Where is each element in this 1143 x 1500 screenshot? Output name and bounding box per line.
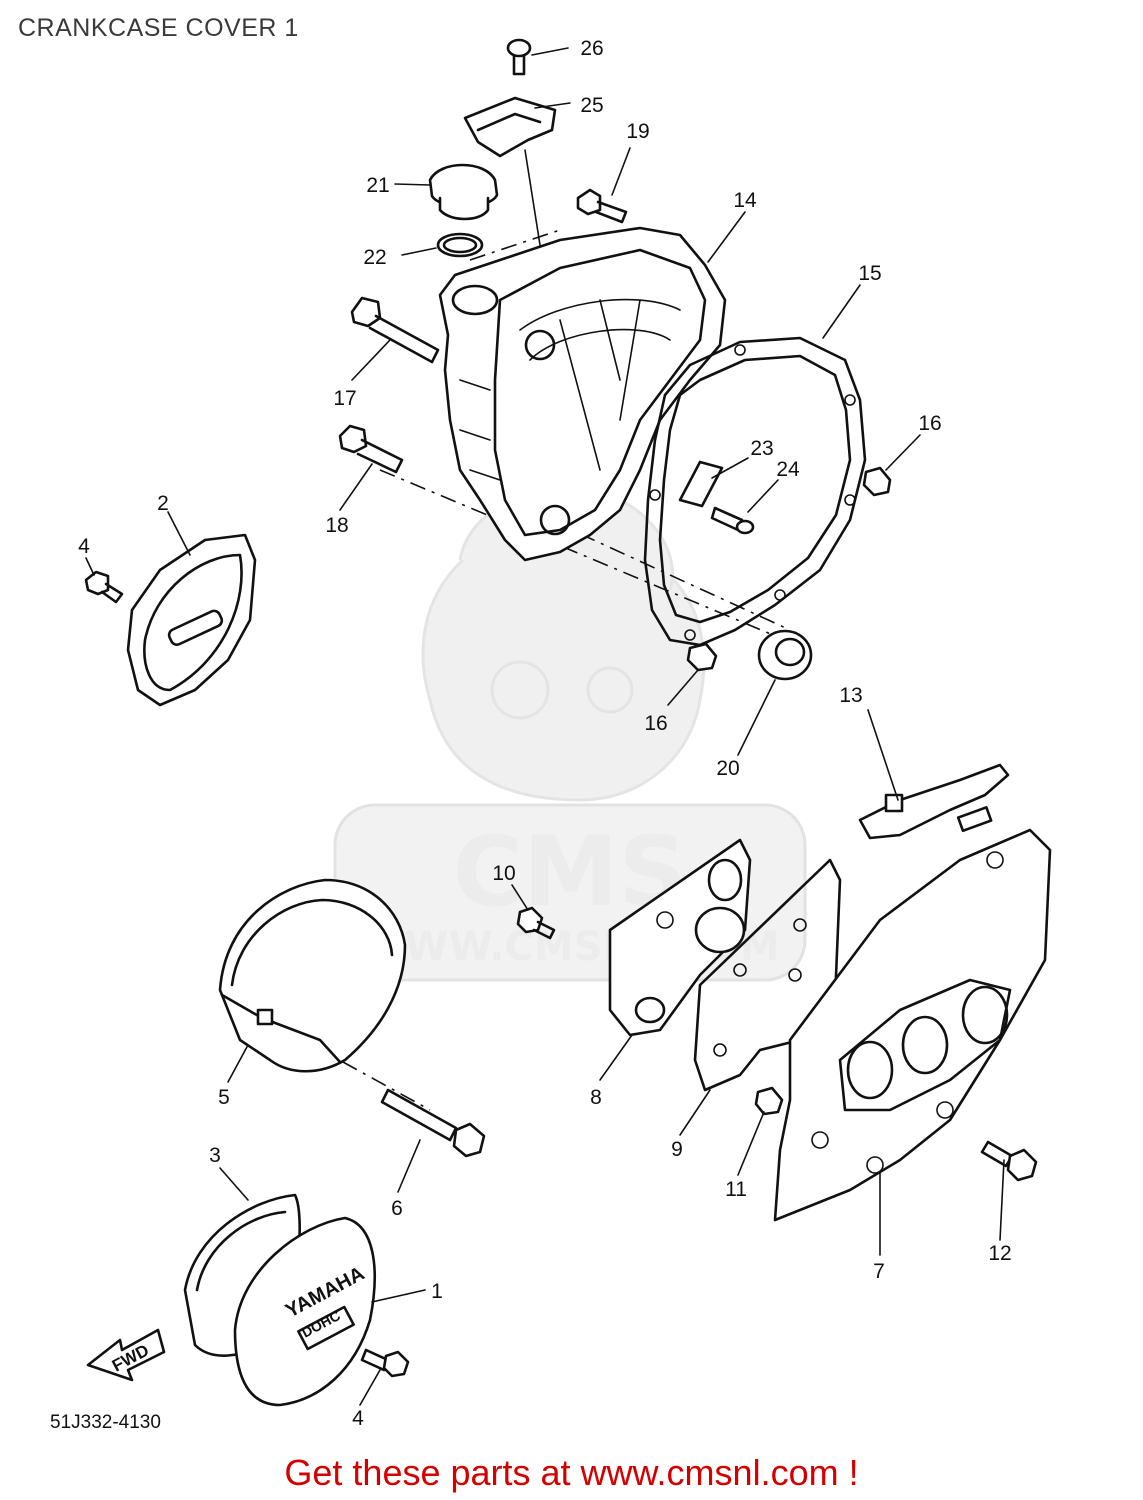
part-7-chain-cover bbox=[773, 828, 1052, 1222]
callout-23: 23 bbox=[750, 437, 773, 460]
part-25-bracket bbox=[463, 96, 557, 158]
part-1-clutch-cover: YAMAHA DOHC bbox=[233, 1216, 376, 1407]
part-12-bolt bbox=[980, 1140, 1038, 1182]
leader-lines bbox=[85, 47, 1005, 1406]
callout-16-lower: 16 bbox=[644, 712, 667, 735]
part-16-dowel-pin-upper bbox=[862, 466, 892, 497]
alignment-lines bbox=[284, 149, 791, 1111]
callout-18: 18 bbox=[325, 514, 348, 537]
part-4-bolt-lower bbox=[360, 1348, 410, 1378]
forward-arrow-icon: FWD bbox=[86, 1328, 166, 1382]
part-19-bolt bbox=[576, 188, 628, 224]
part-14-crankcase-cover bbox=[438, 226, 727, 562]
callout-20: 20 bbox=[716, 757, 739, 780]
page-title: CRANKCASE COVER 1 bbox=[18, 14, 299, 42]
callout-16-upper: 16 bbox=[918, 412, 941, 435]
callout-22: 22 bbox=[363, 246, 386, 269]
part-24-screw bbox=[710, 506, 755, 535]
part-9-gasket-plate bbox=[693, 858, 842, 1092]
part-18-bolt bbox=[338, 424, 404, 474]
callout-25: 25 bbox=[580, 94, 603, 117]
part-26-screw bbox=[506, 38, 532, 76]
callout-26: 26 bbox=[580, 37, 603, 60]
part-4-bolt-upper bbox=[84, 570, 124, 604]
callout-19: 19 bbox=[626, 120, 649, 143]
callout-2: 2 bbox=[157, 492, 169, 515]
callout-14: 14 bbox=[733, 189, 757, 212]
part-21-oil-cap bbox=[428, 163, 499, 221]
part-16-dowel-pin-lower bbox=[686, 642, 718, 672]
callout-12: 12 bbox=[988, 1242, 1011, 1265]
callout-6: 6 bbox=[391, 1197, 403, 1220]
callout-1: 1 bbox=[431, 1280, 443, 1303]
part-10-bolt bbox=[516, 906, 556, 940]
part-5-generator-cover bbox=[218, 878, 407, 1073]
diagram-code: 51J332-4130 bbox=[50, 1412, 161, 1433]
part-17-long-bolt bbox=[350, 296, 440, 364]
callout-15: 15 bbox=[858, 262, 881, 285]
callout-10: 10 bbox=[492, 862, 515, 885]
callout-9: 9 bbox=[671, 1138, 683, 1161]
part-15-gasket bbox=[643, 336, 867, 647]
callout-7: 7 bbox=[873, 1260, 885, 1283]
callout-4-upper: 4 bbox=[78, 535, 90, 558]
callout-17: 17 bbox=[333, 387, 356, 410]
part-8-plate bbox=[608, 838, 752, 1037]
callout-4-lower: 4 bbox=[352, 1407, 364, 1430]
cta-link[interactable]: Get these parts at www.cmsnl.com ! bbox=[284, 1452, 859, 1493]
callout-13: 13 bbox=[839, 684, 862, 707]
callout-3: 3 bbox=[209, 1144, 221, 1167]
callout-21: 21 bbox=[366, 174, 389, 197]
callout-8: 8 bbox=[590, 1086, 602, 1109]
part-6-long-bolt bbox=[380, 1088, 486, 1158]
part-23-plate bbox=[678, 460, 724, 508]
callout-5: 5 bbox=[218, 1086, 230, 1109]
callout-labels: 26 25 19 21 14 22 15 17 16 23 24 18 2 4 … bbox=[78, 37, 1012, 1430]
part-2-cover bbox=[126, 533, 257, 707]
callout-24: 24 bbox=[776, 458, 800, 481]
callout-11: 11 bbox=[725, 1178, 747, 1201]
part-22-o-ring bbox=[436, 232, 484, 258]
part-11-dowel bbox=[754, 1086, 784, 1116]
part-13-chain-guide bbox=[858, 763, 1010, 840]
part-20-oil-seal bbox=[757, 629, 813, 681]
